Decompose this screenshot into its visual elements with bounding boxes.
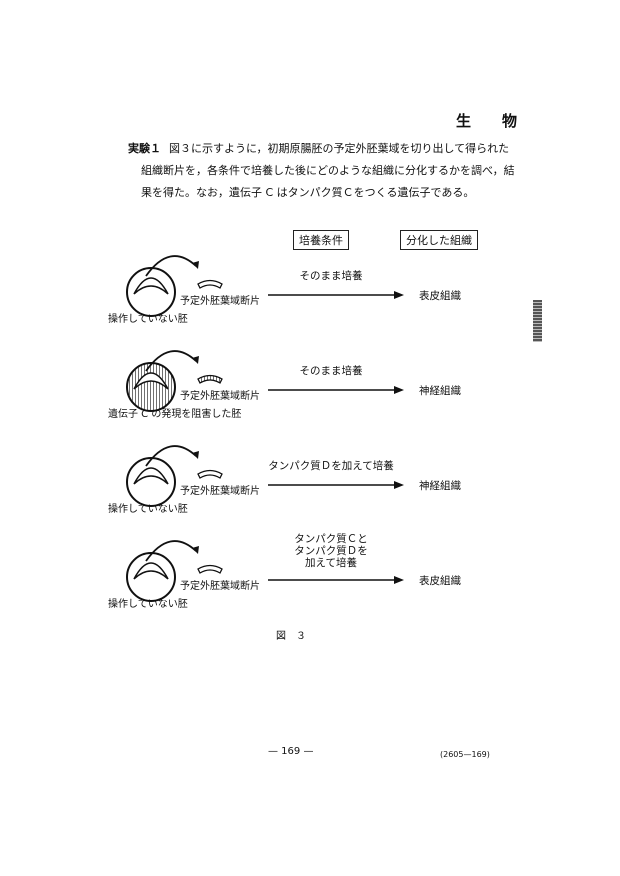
header-result: 分化した組織	[400, 230, 478, 250]
subject-title: 生 物	[456, 112, 526, 130]
embryo-diagram	[126, 350, 223, 412]
fragment-label: 予定外胚葉域断片	[180, 486, 260, 497]
condition-label: そのまま培養	[299, 270, 363, 282]
result-tissue: 表皮組織	[419, 290, 461, 302]
result-tissue: 神経組織	[419, 385, 461, 397]
intro-line: 組織断片を，各条件で培養した後にどのような組織に分化するかを調べ，結	[141, 164, 515, 177]
embryo-label: 操作していない胚	[108, 504, 188, 515]
condition-line: 加えて培養	[305, 557, 357, 569]
result-tissue: 神経組織	[419, 480, 461, 492]
figure-caption: 図 ３	[276, 631, 306, 642]
fragment-label: 予定外胚葉域断片	[180, 296, 260, 307]
result-tissue: 表皮組織	[419, 575, 461, 587]
embryo-label: 操作していない胚	[108, 599, 188, 610]
condition-line: タンパク質Ｃと	[294, 533, 368, 545]
condition-line: タンパク質Ｄを	[294, 545, 368, 557]
experiment-label: 実験１	[128, 142, 161, 155]
condition-label: タンパク質Ｄを加えて培養	[268, 460, 394, 472]
scan-marker	[533, 300, 542, 342]
condition-label: そのまま培養	[299, 365, 363, 377]
embryo-diagram	[126, 540, 223, 602]
embryo-diagram	[126, 255, 223, 317]
header-condition: 培養条件	[293, 230, 349, 250]
culture-arrow	[268, 576, 404, 584]
embryo-label: 操作していない胚	[108, 314, 188, 325]
fragment-label: 予定外胚葉域断片	[180, 581, 260, 592]
embryo-label: 遺伝子 C の発現を阻害した胚	[108, 409, 242, 420]
intro-line: 図３に示すように，初期原腸胚の予定外胚葉域を切り出して得られた	[169, 142, 510, 155]
culture-arrow	[268, 481, 404, 489]
embryo-diagram	[126, 445, 223, 507]
experiment-description: 実験１ 図３に示すように，初期原腸胚の予定外胚葉域を切り出して得られた 組織断片を…	[128, 138, 515, 204]
page-code: (2605—169)	[440, 750, 490, 759]
intro-line: 果を得た。なお，遺伝子 C はタンパク質Ｃをつくる遺伝子である。	[141, 186, 475, 199]
culture-arrow	[268, 291, 404, 299]
page-number: — 169 —	[268, 746, 314, 757]
culture-arrow	[268, 386, 404, 394]
fragment-label: 予定外胚葉域断片	[180, 391, 260, 402]
